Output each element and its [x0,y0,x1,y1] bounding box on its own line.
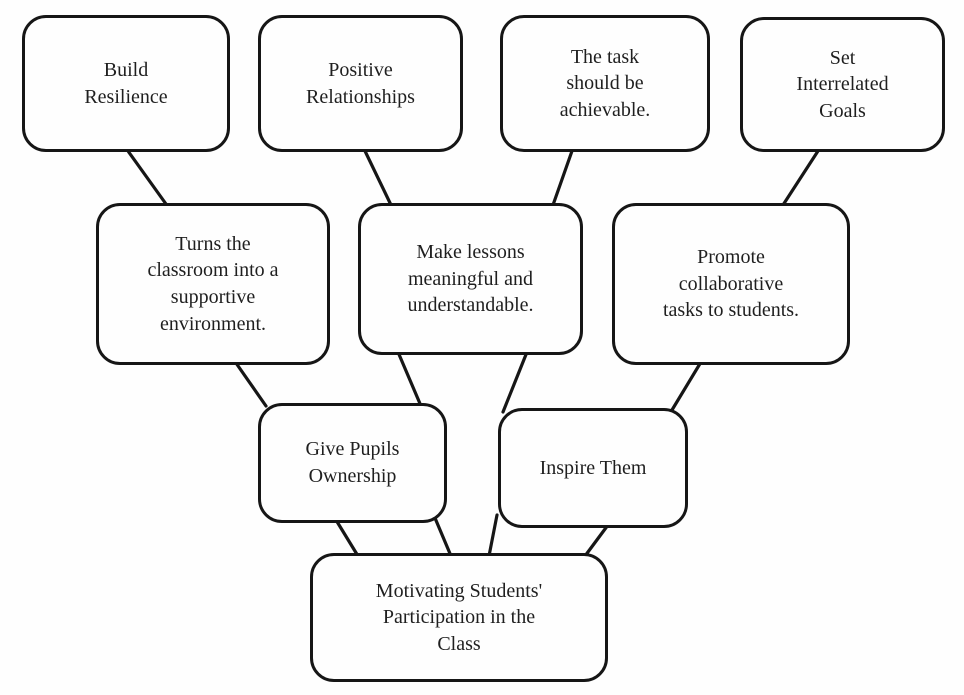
node-supportive-environment: Turns the classroom into a supportive en… [96,203,330,365]
edge-give-pupils-ownership--motivating-participation-right [433,516,453,558]
node-motivating-participation: Motivating Students' Participation in th… [310,553,608,682]
edge-build-resilience--supportive-environment [126,149,168,206]
edge-give-pupils-ownership--motivating-participation-left [334,518,360,558]
edge-inspire-them--motivating-participation-right [583,523,610,558]
node-positive-relationships: Positive Relationships [258,15,463,152]
node-label-set-interrelated-goals: Set Interrelated Goals [796,46,889,122]
node-task-achievable: The task should be achievable. [500,15,710,152]
edge-meaningful-lessons--give-pupils-ownership [396,350,423,408]
edge-meaningful-lessons--inspire-them [501,350,529,414]
edge-inspire-them--motivating-participation-left [487,513,499,558]
node-collaborative-tasks: Promote collaborative tasks to students. [612,203,850,365]
node-label-supportive-environment: Turns the classroom into a supportive en… [147,232,279,335]
edge-task-achievable--meaningful-lessons [551,149,574,207]
edge-collaborative-tasks--inspire-them [670,360,703,412]
node-label-give-pupils-ownership: Give Pupils Ownership [305,438,400,487]
edge-supportive-environment--give-pupils-ownership [234,361,268,408]
edge-set-interrelated-goals--collaborative-tasks [781,149,820,207]
node-set-interrelated-goals: Set Interrelated Goals [740,17,945,152]
node-inspire-them: Inspire Them [498,408,688,528]
node-label-collaborative-tasks: Promote collaborative tasks to students. [662,246,800,322]
node-label-build-resilience: Build Resilience [84,58,168,108]
node-label-motivating-participation: Motivating Students' Participation in th… [375,579,543,655]
node-label-meaningful-lessons: Make lessons meaningful and understandab… [407,241,534,317]
node-label-inspire-them: Inspire Them [539,456,647,479]
node-meaningful-lessons: Make lessons meaningful and understandab… [358,203,583,355]
node-label-task-achievable: The task should be achievable. [559,45,651,121]
node-give-pupils-ownership: Give Pupils Ownership [258,403,447,523]
node-label-positive-relationships: Positive Relationships [306,58,415,108]
node-build-resilience: Build Resilience [22,15,230,152]
edge-positive-relationships--meaningful-lessons [363,149,393,207]
